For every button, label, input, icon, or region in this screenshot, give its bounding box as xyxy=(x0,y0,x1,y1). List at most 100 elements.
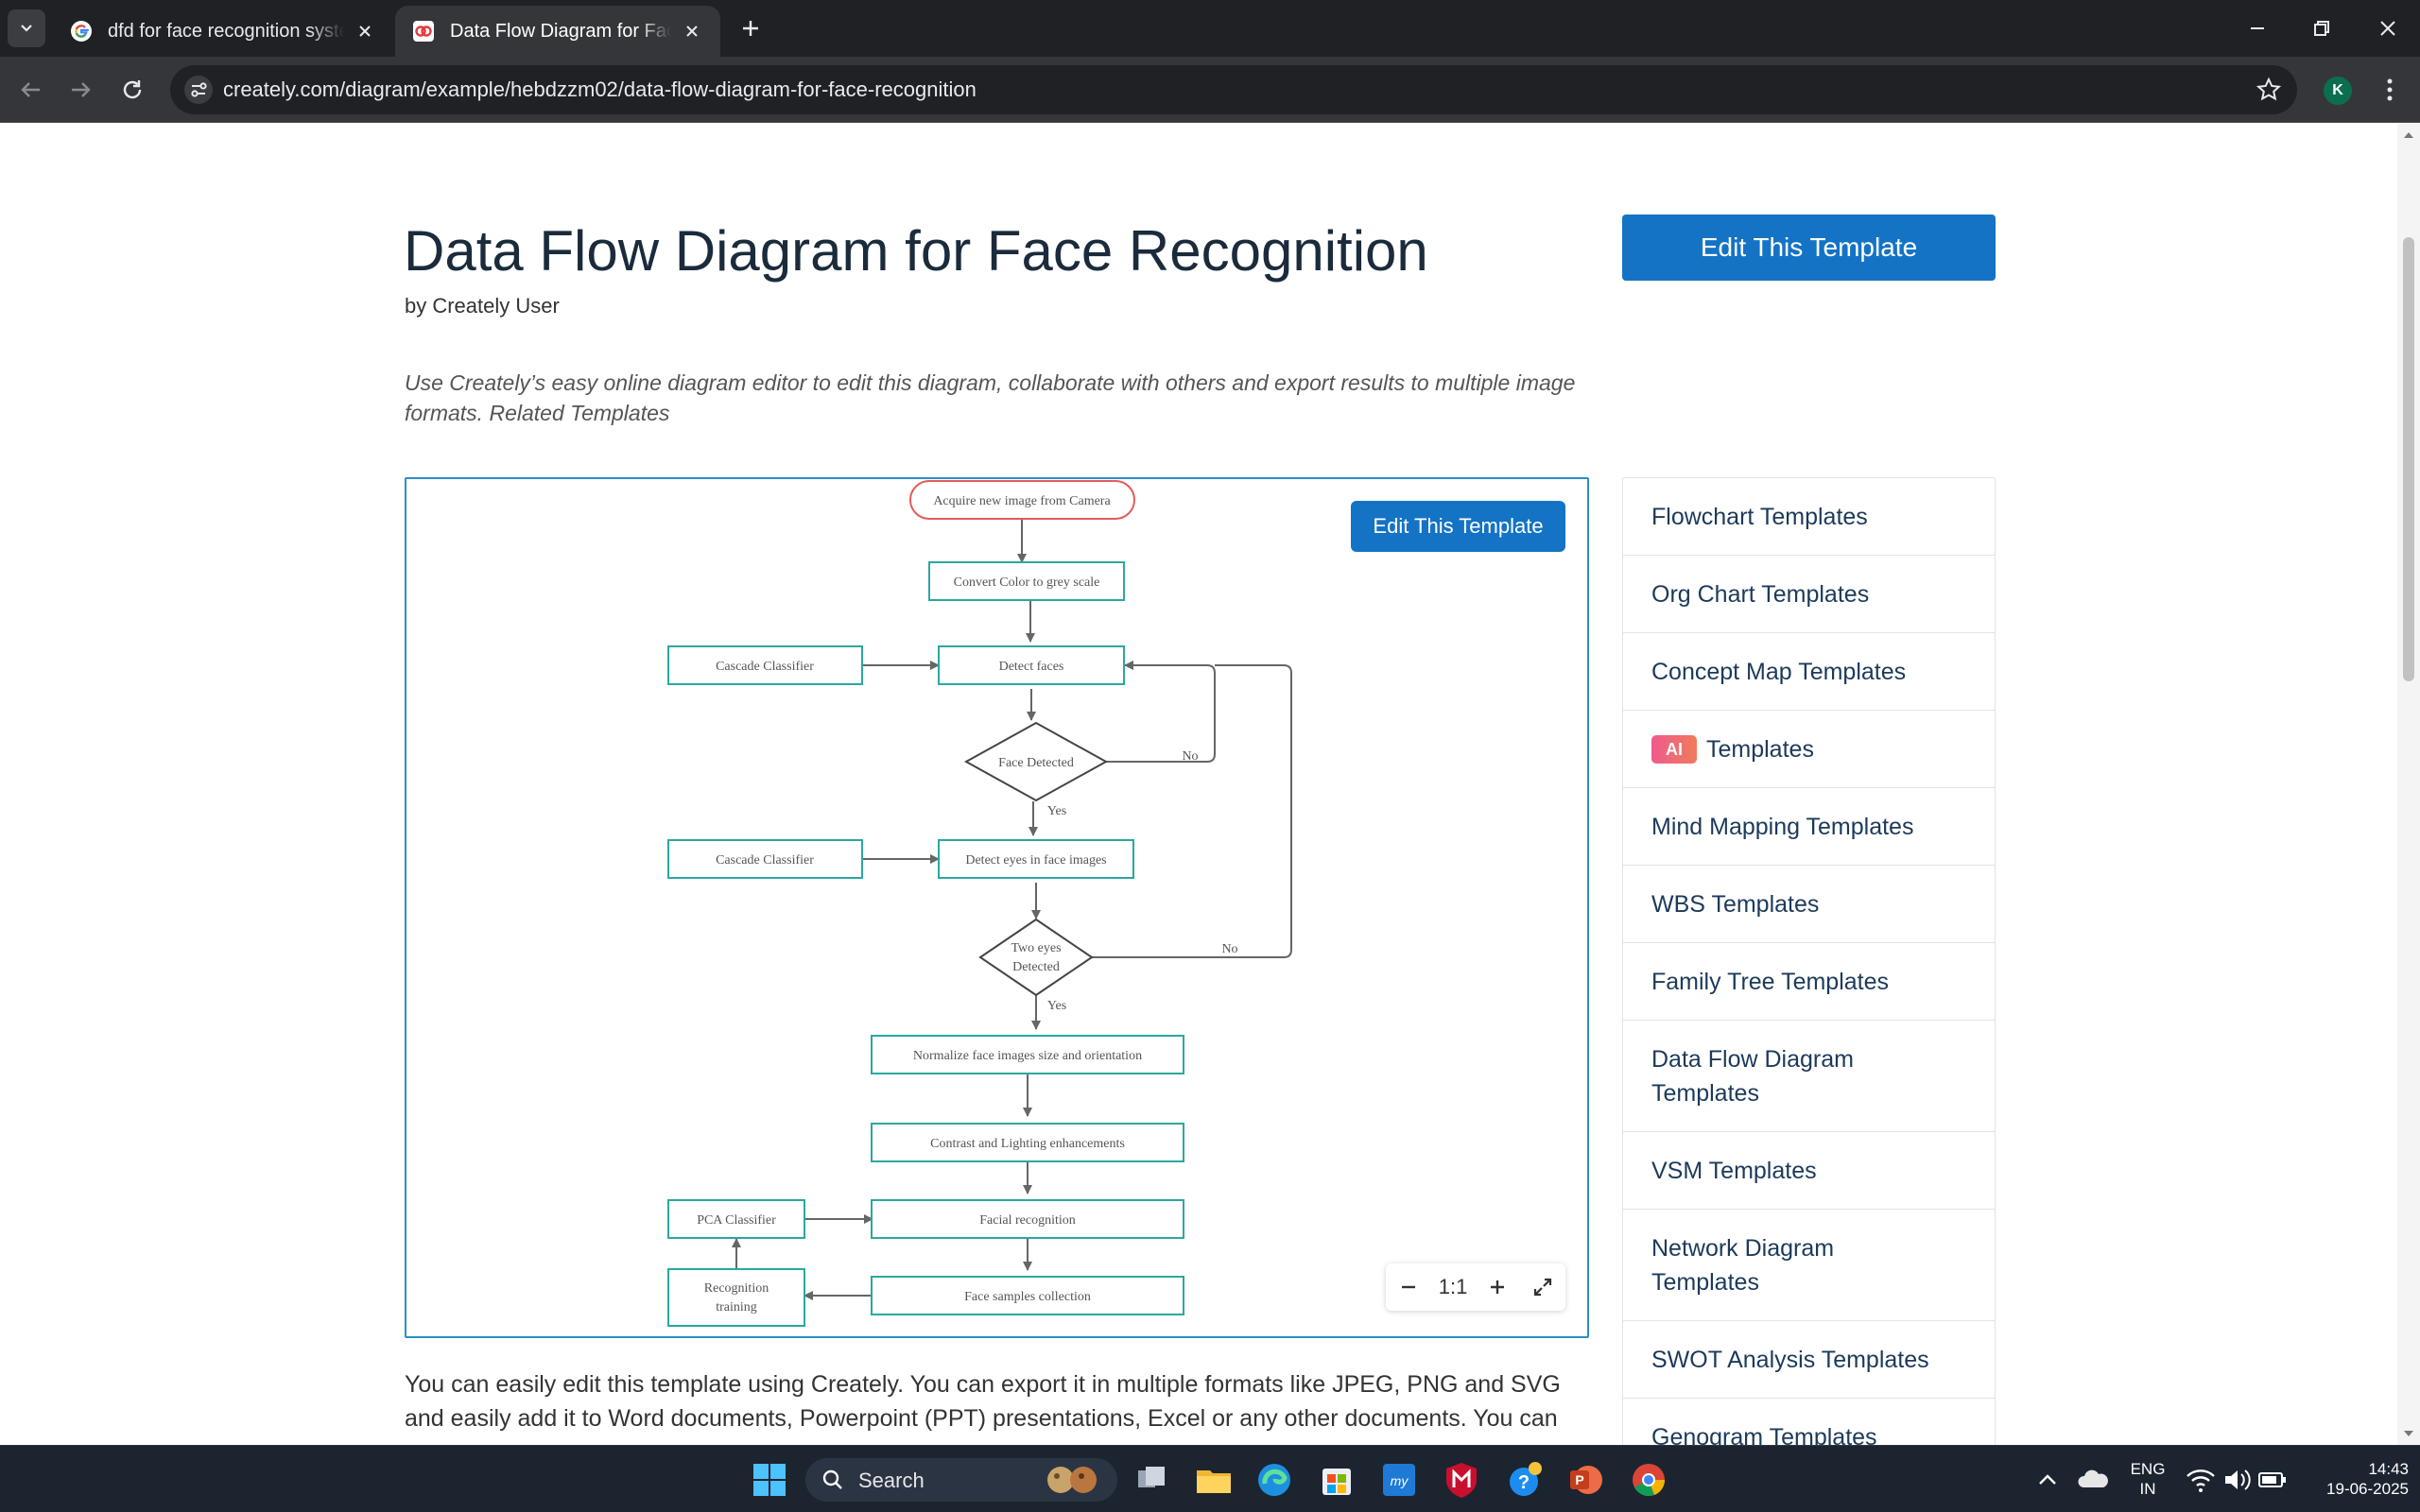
sidebar-item-family-tree[interactable]: Family Tree Templates xyxy=(1623,943,1995,1021)
minus-icon xyxy=(1401,1285,1415,1289)
zoom-controls: 1:1 xyxy=(1386,1263,1565,1311)
browser-tab-creately[interactable]: Data Flow Diagram for Face Recognition xyxy=(395,6,720,57)
svg-text:my: my xyxy=(1391,1473,1409,1488)
close-icon[interactable] xyxy=(681,20,703,43)
page-scrollbar[interactable] xyxy=(2397,124,2420,1445)
scroll-up-icon[interactable] xyxy=(2401,128,2416,143)
process-node xyxy=(667,1268,805,1327)
sidebar-item-vsm[interactable]: VSM Templates xyxy=(1623,1132,1995,1210)
process-node xyxy=(871,1123,1184,1162)
site-info-icon[interactable] xyxy=(183,75,214,105)
tab-title: dfd for face recognition system xyxy=(108,20,344,42)
fullscreen-button[interactable] xyxy=(1528,1272,1558,1302)
bookmark-star-icon[interactable] xyxy=(2256,77,2282,103)
flow-diagram: Acquire new image from Camera xyxy=(667,480,1292,1327)
connector xyxy=(1092,664,1292,958)
minimize-icon[interactable] xyxy=(2240,11,2274,45)
sidebar-item-wbs[interactable]: WBS Templates xyxy=(1623,866,1995,943)
process-node xyxy=(938,839,1134,879)
language-indicator[interactable]: ENG IN xyxy=(2130,1460,2166,1498)
windows-start-icon[interactable] xyxy=(749,1459,790,1501)
back-arrow-icon[interactable] xyxy=(13,73,47,107)
node-label: Face samples collection xyxy=(964,1290,1091,1304)
scrollbar-thumb[interactable] xyxy=(2403,237,2414,681)
svg-text:?: ? xyxy=(1518,1472,1530,1493)
sidebar-item-genogram[interactable]: Genogram Templates xyxy=(1623,1399,1995,1446)
forward-arrow-icon[interactable] xyxy=(64,73,98,107)
start-node xyxy=(909,480,1135,520)
diagram-viewer[interactable]: Acquire new image from Camera xyxy=(405,477,1589,1338)
reload-icon[interactable] xyxy=(115,73,149,107)
file-explorer-icon[interactable] xyxy=(1193,1459,1235,1501)
process-node xyxy=(938,645,1125,685)
process-node xyxy=(928,561,1125,601)
edit-template-button[interactable]: Edit This Template xyxy=(1622,215,1996,281)
body-paragraph: You can easily edit this template using … xyxy=(405,1371,1561,1432)
address-bar[interactable]: creately.com/diagram/example/hebdzzm02/d… xyxy=(170,65,2297,114)
sidebar-item-concept-map[interactable]: Concept Map Templates xyxy=(1623,633,1995,711)
process-node xyxy=(871,1276,1184,1315)
search-icon xyxy=(822,1469,842,1489)
new-tab-icon[interactable] xyxy=(735,13,766,43)
clock[interactable]: 14:43 19-06-2025 xyxy=(2326,1460,2409,1498)
task-view-icon[interactable] xyxy=(1131,1459,1172,1501)
microsoft-store-icon[interactable] xyxy=(1316,1459,1357,1501)
restore-icon[interactable] xyxy=(2305,11,2339,45)
mcafee-icon[interactable] xyxy=(1441,1459,1482,1501)
browser-tab-google[interactable]: dfd for face recognition system xyxy=(53,6,393,57)
process-node xyxy=(871,1199,1184,1239)
process-node xyxy=(871,1035,1184,1074)
volume-icon[interactable] xyxy=(2220,1459,2254,1501)
node-label: Cascade Classifier xyxy=(716,660,814,674)
profile-avatar[interactable]: K xyxy=(2324,77,2352,105)
show-hidden-icons-chevron-icon[interactable] xyxy=(2031,1459,2065,1501)
wifi-icon[interactable] xyxy=(2184,1459,2218,1501)
sidebar-item-org-chart[interactable]: Org Chart Templates xyxy=(1623,556,1995,633)
expand-icon xyxy=(1533,1278,1552,1297)
sidebar-item-swot[interactable]: SWOT Analysis Templates xyxy=(1623,1321,1995,1399)
page-title: Data Flow Diagram for Face Recognition xyxy=(404,219,1428,283)
node-label: Recognition xyxy=(704,1281,769,1296)
decision-node xyxy=(963,721,1109,802)
process-node xyxy=(667,645,863,685)
process-node xyxy=(667,1199,805,1239)
taskbar-search[interactable]: Search xyxy=(805,1458,1117,1502)
powerpoint-icon[interactable]: P xyxy=(1565,1459,1607,1501)
zoom-out-button[interactable] xyxy=(1393,1272,1424,1302)
help-icon[interactable]: ? xyxy=(1503,1459,1545,1501)
node-label: Two eyes xyxy=(1011,941,1061,955)
battery-icon[interactable] xyxy=(2256,1459,2290,1501)
creately-icon xyxy=(413,21,434,42)
sidebar-item-mind-mapping[interactable]: Mind Mapping Templates xyxy=(1623,788,1995,866)
node-label: Facial recognition xyxy=(979,1213,1075,1228)
edge-browser-icon[interactable] xyxy=(1253,1459,1295,1501)
chrome-icon[interactable] xyxy=(1628,1459,1669,1501)
hp-app-icon[interactable]: my xyxy=(1378,1459,1420,1501)
node-label: training xyxy=(716,1300,757,1314)
zoom-in-button[interactable] xyxy=(1482,1272,1512,1302)
branch-label-no: No xyxy=(1182,749,1198,764)
close-window-icon[interactable] xyxy=(2371,11,2405,45)
process-node xyxy=(667,839,863,879)
close-icon[interactable] xyxy=(354,20,376,43)
scroll-down-icon[interactable] xyxy=(2401,1426,2416,1441)
onedrive-cloud-icon[interactable] xyxy=(2074,1459,2112,1501)
more-menu-icon[interactable] xyxy=(2373,73,2407,107)
url-text: creately.com/diagram/example/hebdzzm02/d… xyxy=(223,77,977,101)
zoom-level[interactable]: 1:1 xyxy=(1438,1275,1468,1298)
node-label: Convert Color to grey scale xyxy=(954,576,1100,590)
page-description: Use Creately’s easy online diagram edito… xyxy=(405,370,1576,425)
node-label: Contrast and Lighting enhancements xyxy=(930,1137,1125,1151)
browser-toolbar: creately.com/diagram/example/hebdzzm02/d… xyxy=(0,57,2420,123)
decision-node xyxy=(978,918,1094,997)
sidebar-item-flowchart[interactable]: Flowchart Templates xyxy=(1623,478,1995,556)
ai-badge-icon: AI xyxy=(1651,734,1697,764)
node-label: Detect eyes in face images xyxy=(965,853,1106,868)
tab-search-button[interactable] xyxy=(8,9,45,47)
node-label: Face Detected xyxy=(998,756,1074,770)
sidebar-item-network[interactable]: Network Diagram Templates xyxy=(1623,1210,1995,1321)
author-line: by Creately User xyxy=(405,294,560,318)
edit-template-button[interactable]: Edit This Template xyxy=(1351,501,1565,552)
sidebar-item-data-flow[interactable]: Data Flow Diagram Templates xyxy=(1623,1021,1995,1132)
